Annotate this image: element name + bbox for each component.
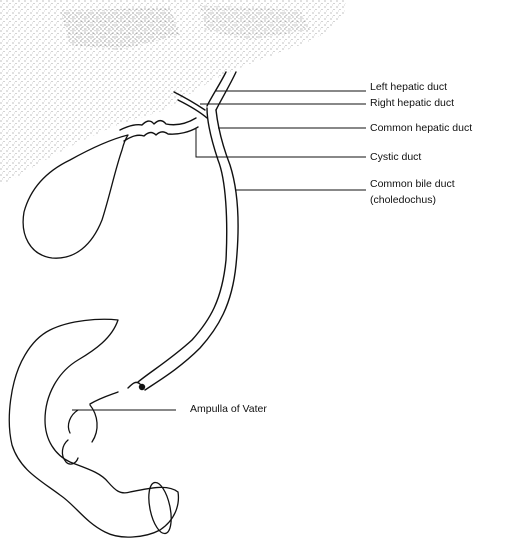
leader-cystic bbox=[196, 128, 366, 157]
cystic-duct bbox=[120, 118, 198, 141]
label-choledochus: (choledochus) bbox=[370, 194, 436, 206]
label-common-bile-duct: Common bile duct bbox=[370, 178, 455, 190]
label-left-hepatic-duct: Left hepatic duct bbox=[370, 81, 447, 93]
labels: Left hepatic duct Right hepatic duct Com… bbox=[190, 81, 472, 415]
label-ampulla-of-vater: Ampulla of Vater bbox=[190, 403, 267, 415]
duodenum bbox=[9, 319, 178, 537]
common-bile-duct bbox=[138, 108, 238, 390]
pancreatic-duct bbox=[90, 382, 145, 404]
label-right-hepatic-duct: Right hepatic duct bbox=[370, 97, 454, 109]
label-common-hepatic-duct: Common hepatic duct bbox=[370, 122, 472, 134]
label-cystic-duct: Cystic duct bbox=[370, 151, 421, 163]
